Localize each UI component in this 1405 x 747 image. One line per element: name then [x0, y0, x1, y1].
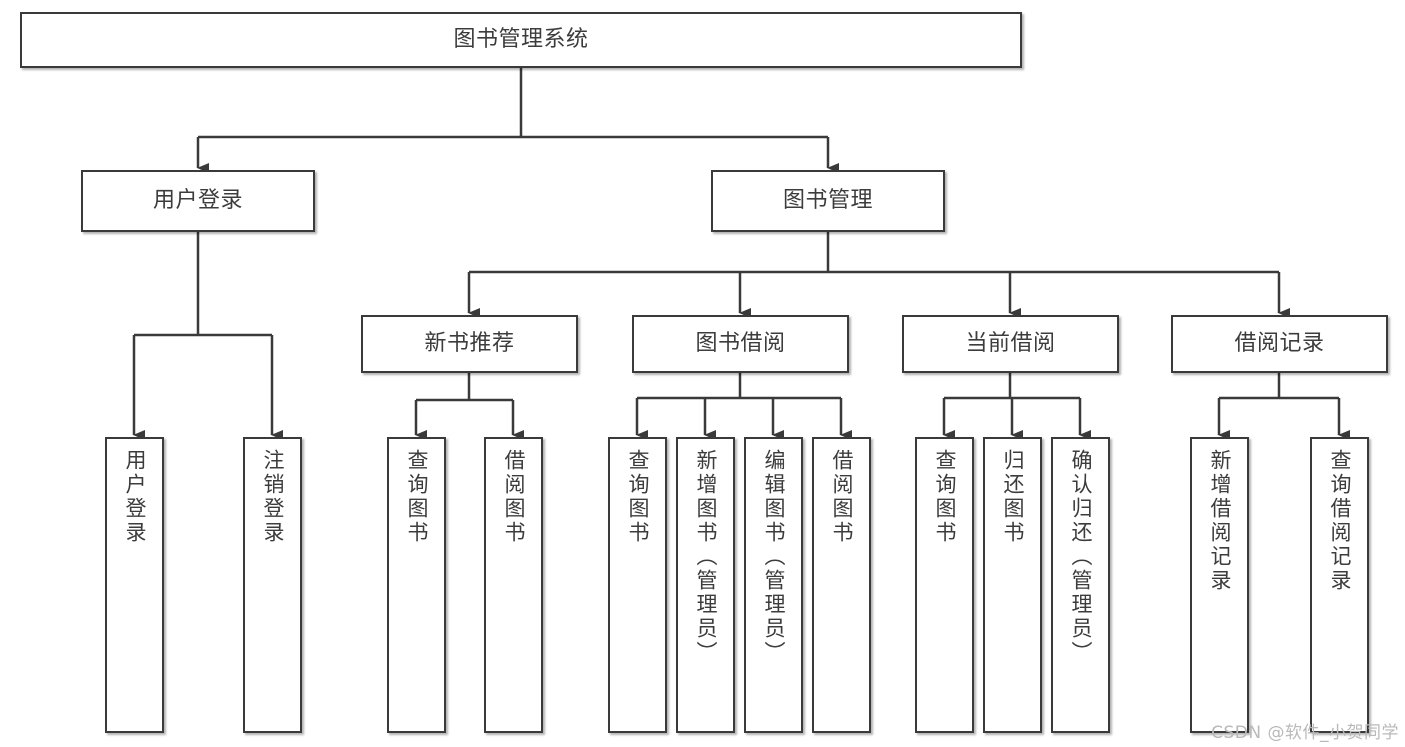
- node-label-leaf-logout: 注销登录: [261, 449, 285, 545]
- node-label-new-book-rec: 新书推荐: [424, 331, 515, 357]
- node-leaf-borrow-book-1[interactable]: 借阅图书: [484, 437, 543, 733]
- node-leaf-user-login[interactable]: 用户登录: [105, 437, 164, 733]
- node-label-leaf-return-book: 归还图书: [1001, 449, 1025, 545]
- node-leaf-edit-book[interactable]: 编辑图书（管理员）: [744, 437, 803, 733]
- node-leaf-return-book[interactable]: 归还图书: [983, 437, 1042, 733]
- node-book-borrow[interactable]: 图书借阅: [632, 315, 849, 373]
- node-label-root: 图书管理系统: [453, 27, 589, 53]
- node-leaf-confirm-return[interactable]: 确认归还（管理员）: [1051, 437, 1110, 733]
- node-new-book-rec[interactable]: 新书推荐: [361, 315, 578, 373]
- node-leaf-query-record[interactable]: 查询借阅记录: [1310, 437, 1369, 733]
- node-label-user-login: 用户登录: [152, 188, 243, 214]
- node-leaf-query-book-3[interactable]: 查询图书: [915, 437, 974, 733]
- node-leaf-borrow-book-2[interactable]: 借阅图书: [812, 437, 871, 733]
- node-root[interactable]: 图书管理系统: [20, 12, 1022, 68]
- node-label-leaf-confirm-return: 确认归还（管理员）: [1069, 449, 1093, 665]
- node-current-borrow[interactable]: 当前借阅: [902, 315, 1119, 373]
- node-label-leaf-edit-book: 编辑图书（管理员）: [762, 449, 786, 665]
- node-label-leaf-query-record: 查询借阅记录: [1328, 449, 1352, 593]
- node-label-book-manage: 图书管理: [782, 188, 873, 214]
- node-label-leaf-query-book-2: 查询图书: [626, 449, 650, 545]
- node-label-leaf-add-book: 新增图书（管理员）: [694, 449, 718, 665]
- node-user-login[interactable]: 用户登录: [81, 170, 315, 232]
- node-leaf-query-book-1[interactable]: 查询图书: [387, 437, 446, 733]
- node-label-borrow-record: 借阅记录: [1234, 331, 1325, 357]
- node-label-book-borrow: 图书借阅: [695, 331, 786, 357]
- node-label-leaf-user-login: 用户登录: [123, 449, 147, 545]
- node-label-leaf-query-book-1: 查询图书: [405, 449, 429, 545]
- node-label-leaf-query-book-3: 查询图书: [933, 449, 957, 545]
- node-leaf-query-book-2[interactable]: 查询图书: [608, 437, 667, 733]
- node-label-leaf-borrow-book-2: 借阅图书: [830, 449, 854, 545]
- node-borrow-record[interactable]: 借阅记录: [1171, 315, 1388, 373]
- node-leaf-add-book[interactable]: 新增图书（管理员）: [676, 437, 735, 733]
- node-label-current-borrow: 当前借阅: [965, 331, 1056, 357]
- node-leaf-add-record[interactable]: 新增借阅记录: [1190, 437, 1249, 733]
- connectors-group: [132, 68, 1350, 440]
- node-label-leaf-borrow-book-1: 借阅图书: [502, 449, 526, 545]
- node-leaf-logout[interactable]: 注销登录: [243, 437, 302, 733]
- node-label-leaf-add-record: 新增借阅记录: [1208, 449, 1232, 593]
- node-book-manage[interactable]: 图书管理: [711, 170, 945, 232]
